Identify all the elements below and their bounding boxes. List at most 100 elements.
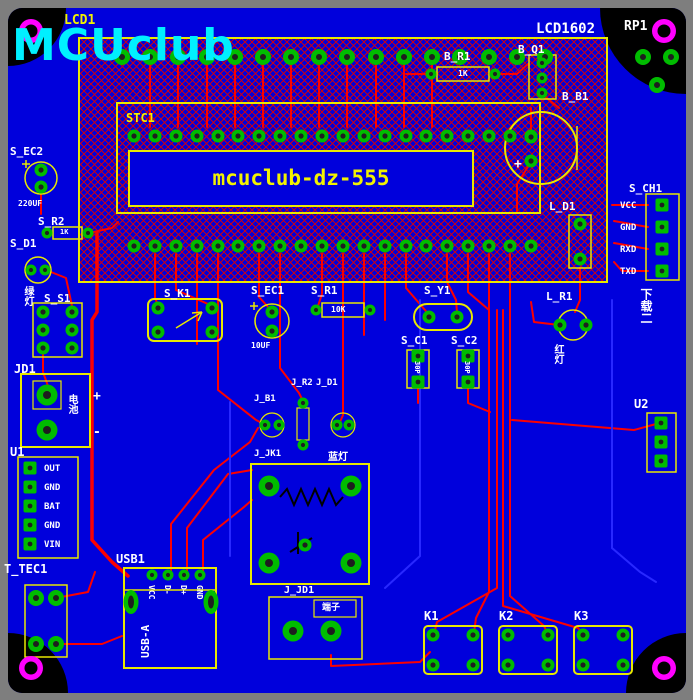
- pad: [294, 239, 308, 253]
- pad: [501, 658, 515, 672]
- pad: [205, 301, 219, 315]
- ref-rp1: RP1: [624, 19, 648, 34]
- s_ch1-pin-rxd: RXD: [620, 245, 637, 255]
- pad: [252, 239, 266, 253]
- pad: [127, 129, 141, 143]
- pad: [194, 569, 206, 581]
- pad: [536, 72, 548, 84]
- pad: [340, 475, 362, 497]
- ref-s_y1: S_Y1: [424, 284, 451, 297]
- pad: [336, 239, 350, 253]
- pad: [440, 129, 454, 143]
- value-s_ec1: 10UF: [251, 341, 271, 350]
- l_d1-outline: [568, 214, 592, 269]
- ref-k3: K3: [574, 609, 589, 623]
- pad: [616, 628, 630, 642]
- s_ch1-pin-txd: TXD: [620, 267, 637, 277]
- pad: [65, 323, 79, 337]
- s_ch1-pin-vcc: VCC: [620, 201, 637, 211]
- pad: [231, 239, 245, 253]
- pad: [419, 239, 433, 253]
- u1-pin-gnd2: GND: [44, 521, 61, 531]
- ref-j_jk1: J_JK1: [254, 449, 282, 459]
- ref-lcd1: LCD1: [64, 13, 96, 28]
- jd1-plus-mark: +: [93, 389, 101, 404]
- ref-lcd1602: LCD1602: [536, 21, 596, 37]
- ref-s_ec1: S_EC1: [251, 284, 285, 297]
- pad: [34, 180, 48, 194]
- pad: [616, 658, 630, 672]
- value-s_r2: 1K: [60, 228, 69, 236]
- u1-outline: [17, 456, 79, 559]
- ref-k2: K2: [499, 609, 514, 623]
- pad: [252, 129, 266, 143]
- s_d1-note: 绿灯: [22, 286, 33, 306]
- usb1-pin-dm: D-: [163, 585, 172, 595]
- pad: [655, 264, 669, 278]
- u1-pin-bat: BAT: [44, 502, 61, 512]
- pad: [579, 318, 593, 332]
- s_k1-outline: [147, 298, 223, 342]
- value-b_r1: 1K: [458, 69, 468, 78]
- ref-k1: K1: [424, 609, 439, 623]
- pad: [378, 129, 392, 143]
- pad: [524, 130, 538, 144]
- usb1-outline: [123, 567, 217, 669]
- pad: [65, 341, 79, 355]
- pad: [298, 538, 312, 552]
- pad: [655, 220, 669, 234]
- s_ec2-outline: [24, 161, 58, 195]
- pad: [339, 49, 355, 65]
- ref-s_d1: S_D1: [10, 237, 37, 250]
- pad: [364, 304, 376, 316]
- s_ch1-outline: [645, 193, 680, 281]
- pad: [282, 620, 304, 642]
- pad: [524, 154, 538, 168]
- lcd1602-outline: [78, 37, 608, 283]
- pad: [419, 129, 433, 143]
- pad: [258, 552, 280, 574]
- ref-j_b1: J_B1: [254, 394, 276, 404]
- ref-usb1: USB1: [116, 552, 145, 566]
- u2-outline: [646, 412, 677, 473]
- pad: [151, 325, 165, 339]
- l_r1-note: 红灯: [552, 344, 563, 364]
- pad: [273, 129, 287, 143]
- pad: [82, 227, 94, 239]
- pad: [536, 87, 548, 99]
- pad: [310, 304, 322, 316]
- component-u2[interactable]: [654, 416, 668, 468]
- pad: [440, 239, 454, 253]
- ref-s_ch1: S_CH1: [629, 182, 663, 195]
- component-b_q1[interactable]: [536, 57, 548, 99]
- pad: [127, 239, 141, 253]
- u1-pin-out: OUT: [44, 464, 61, 474]
- pad: [503, 239, 517, 253]
- pad: [466, 658, 480, 672]
- pad: [190, 129, 204, 143]
- pad: [294, 129, 308, 143]
- pad: [283, 49, 299, 65]
- s_r2-outline: [52, 226, 83, 240]
- pad: [411, 375, 425, 389]
- pad: [48, 590, 64, 606]
- pad: [231, 129, 245, 143]
- pad: [39, 264, 51, 276]
- pad: [36, 341, 50, 355]
- pad: [211, 239, 225, 253]
- j_d1-outline: [330, 412, 356, 438]
- pad: [399, 239, 413, 253]
- pad: [297, 439, 309, 451]
- stc1-outline: [116, 102, 541, 214]
- pad: [424, 49, 440, 65]
- pad: [28, 636, 44, 652]
- ref-s_c2: S_C2: [451, 334, 478, 347]
- pad: [396, 49, 412, 65]
- pad: [378, 239, 392, 253]
- ref-s_c1: S_C1: [401, 334, 428, 347]
- pad: [422, 310, 436, 324]
- pad: [461, 239, 475, 253]
- pad: [259, 419, 271, 431]
